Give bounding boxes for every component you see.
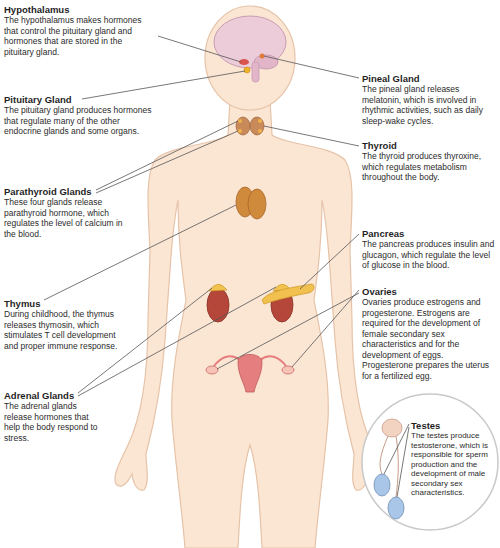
fallopian-tube [214, 356, 240, 366]
leader-line [292, 290, 359, 367]
gland-name: Pineal Gland [362, 73, 496, 84]
kidney [207, 288, 229, 322]
uterus [238, 355, 262, 393]
gland-name: Adrenal Glands [4, 390, 104, 401]
gland-description: The pineal gland releases melatonin, whi… [362, 84, 496, 126]
pineal-organ [260, 54, 265, 59]
brain [214, 16, 286, 68]
testis [388, 497, 404, 519]
parathyroid-organ [258, 119, 262, 123]
gland-description: During childhood, the thymus releases th… [4, 309, 122, 351]
gland-name: Pancreas [362, 228, 496, 239]
bladder [382, 419, 402, 437]
gland-name: Parathyroid Glands [4, 186, 129, 197]
pituitary-organ [244, 67, 250, 73]
pancreas-organ [262, 284, 314, 304]
gland-description: Ovaries produce estrogens and progestero… [362, 297, 496, 381]
gland-description: The pancreas produces insulin and glucag… [362, 239, 496, 271]
inset-circle [362, 394, 498, 530]
head [205, 6, 295, 110]
callout-text: TestesThe testes produce testosterone, w… [411, 420, 491, 498]
parathyroid-organ [258, 129, 262, 133]
testis [374, 474, 390, 496]
gland-name: Pituitary Gland [4, 94, 154, 105]
fallopian-tube [260, 356, 286, 366]
callout-text: Parathyroid GlandsThese four glands rele… [4, 186, 129, 239]
brain-stem [252, 62, 259, 82]
gland-description: The thyroid produces thyroxine, which re… [362, 151, 496, 183]
parathyroid-organ [238, 119, 242, 123]
gland-name: Ovaries [362, 286, 496, 297]
callout-text: ThyroidThe thyroid produces thyroxine, w… [362, 140, 496, 183]
duct [396, 436, 398, 497]
gland-description: The hypothalamus makes hormones that con… [4, 15, 154, 57]
callout-text: ThymusDuring childhood, the thymus relea… [4, 298, 122, 351]
leader-line [264, 126, 359, 146]
thyroid-lobe [250, 117, 264, 135]
adrenal-organ [209, 284, 227, 291]
gland-description: The testes produce testosterone, which i… [411, 431, 491, 498]
gland-name: Testes [411, 420, 491, 431]
gland-description: The pituitary gland produces hormones th… [4, 105, 154, 137]
gland-name: Thymus [4, 298, 122, 309]
leader-line [217, 293, 359, 369]
thymus-organ [248, 189, 266, 219]
leader-line [158, 36, 241, 62]
leader-line [96, 131, 238, 193]
callout-text: Pineal GlandThe pineal gland releases me… [362, 73, 496, 126]
gland-name: Hypothalamus [4, 4, 154, 15]
parathyroid-organ [238, 129, 242, 133]
leader-line [300, 234, 359, 289]
callout-text: PancreasThe pancreas produces insulin an… [362, 228, 496, 271]
callout-text: HypothalamusThe hypothalamus makes hormo… [4, 4, 154, 57]
ovary-organ [206, 366, 218, 374]
gland-description: These four glands release parathyroid ho… [4, 197, 129, 239]
leader-line [264, 56, 359, 78]
callout-text: Adrenal GlandsThe adrenal glands release… [4, 390, 104, 443]
leader-line [397, 427, 409, 497]
callout-text: OvariesOvaries produce estrogens and pro… [362, 286, 496, 381]
gland-name: Thyroid [362, 140, 496, 151]
gland-description: The adrenal glands release hormones that… [4, 401, 104, 443]
thyroid-lobe [236, 117, 250, 135]
callout-text: Pituitary GlandThe pituitary gland produ… [4, 94, 154, 137]
ovary-organ [282, 366, 294, 374]
leader-line [82, 71, 245, 99]
